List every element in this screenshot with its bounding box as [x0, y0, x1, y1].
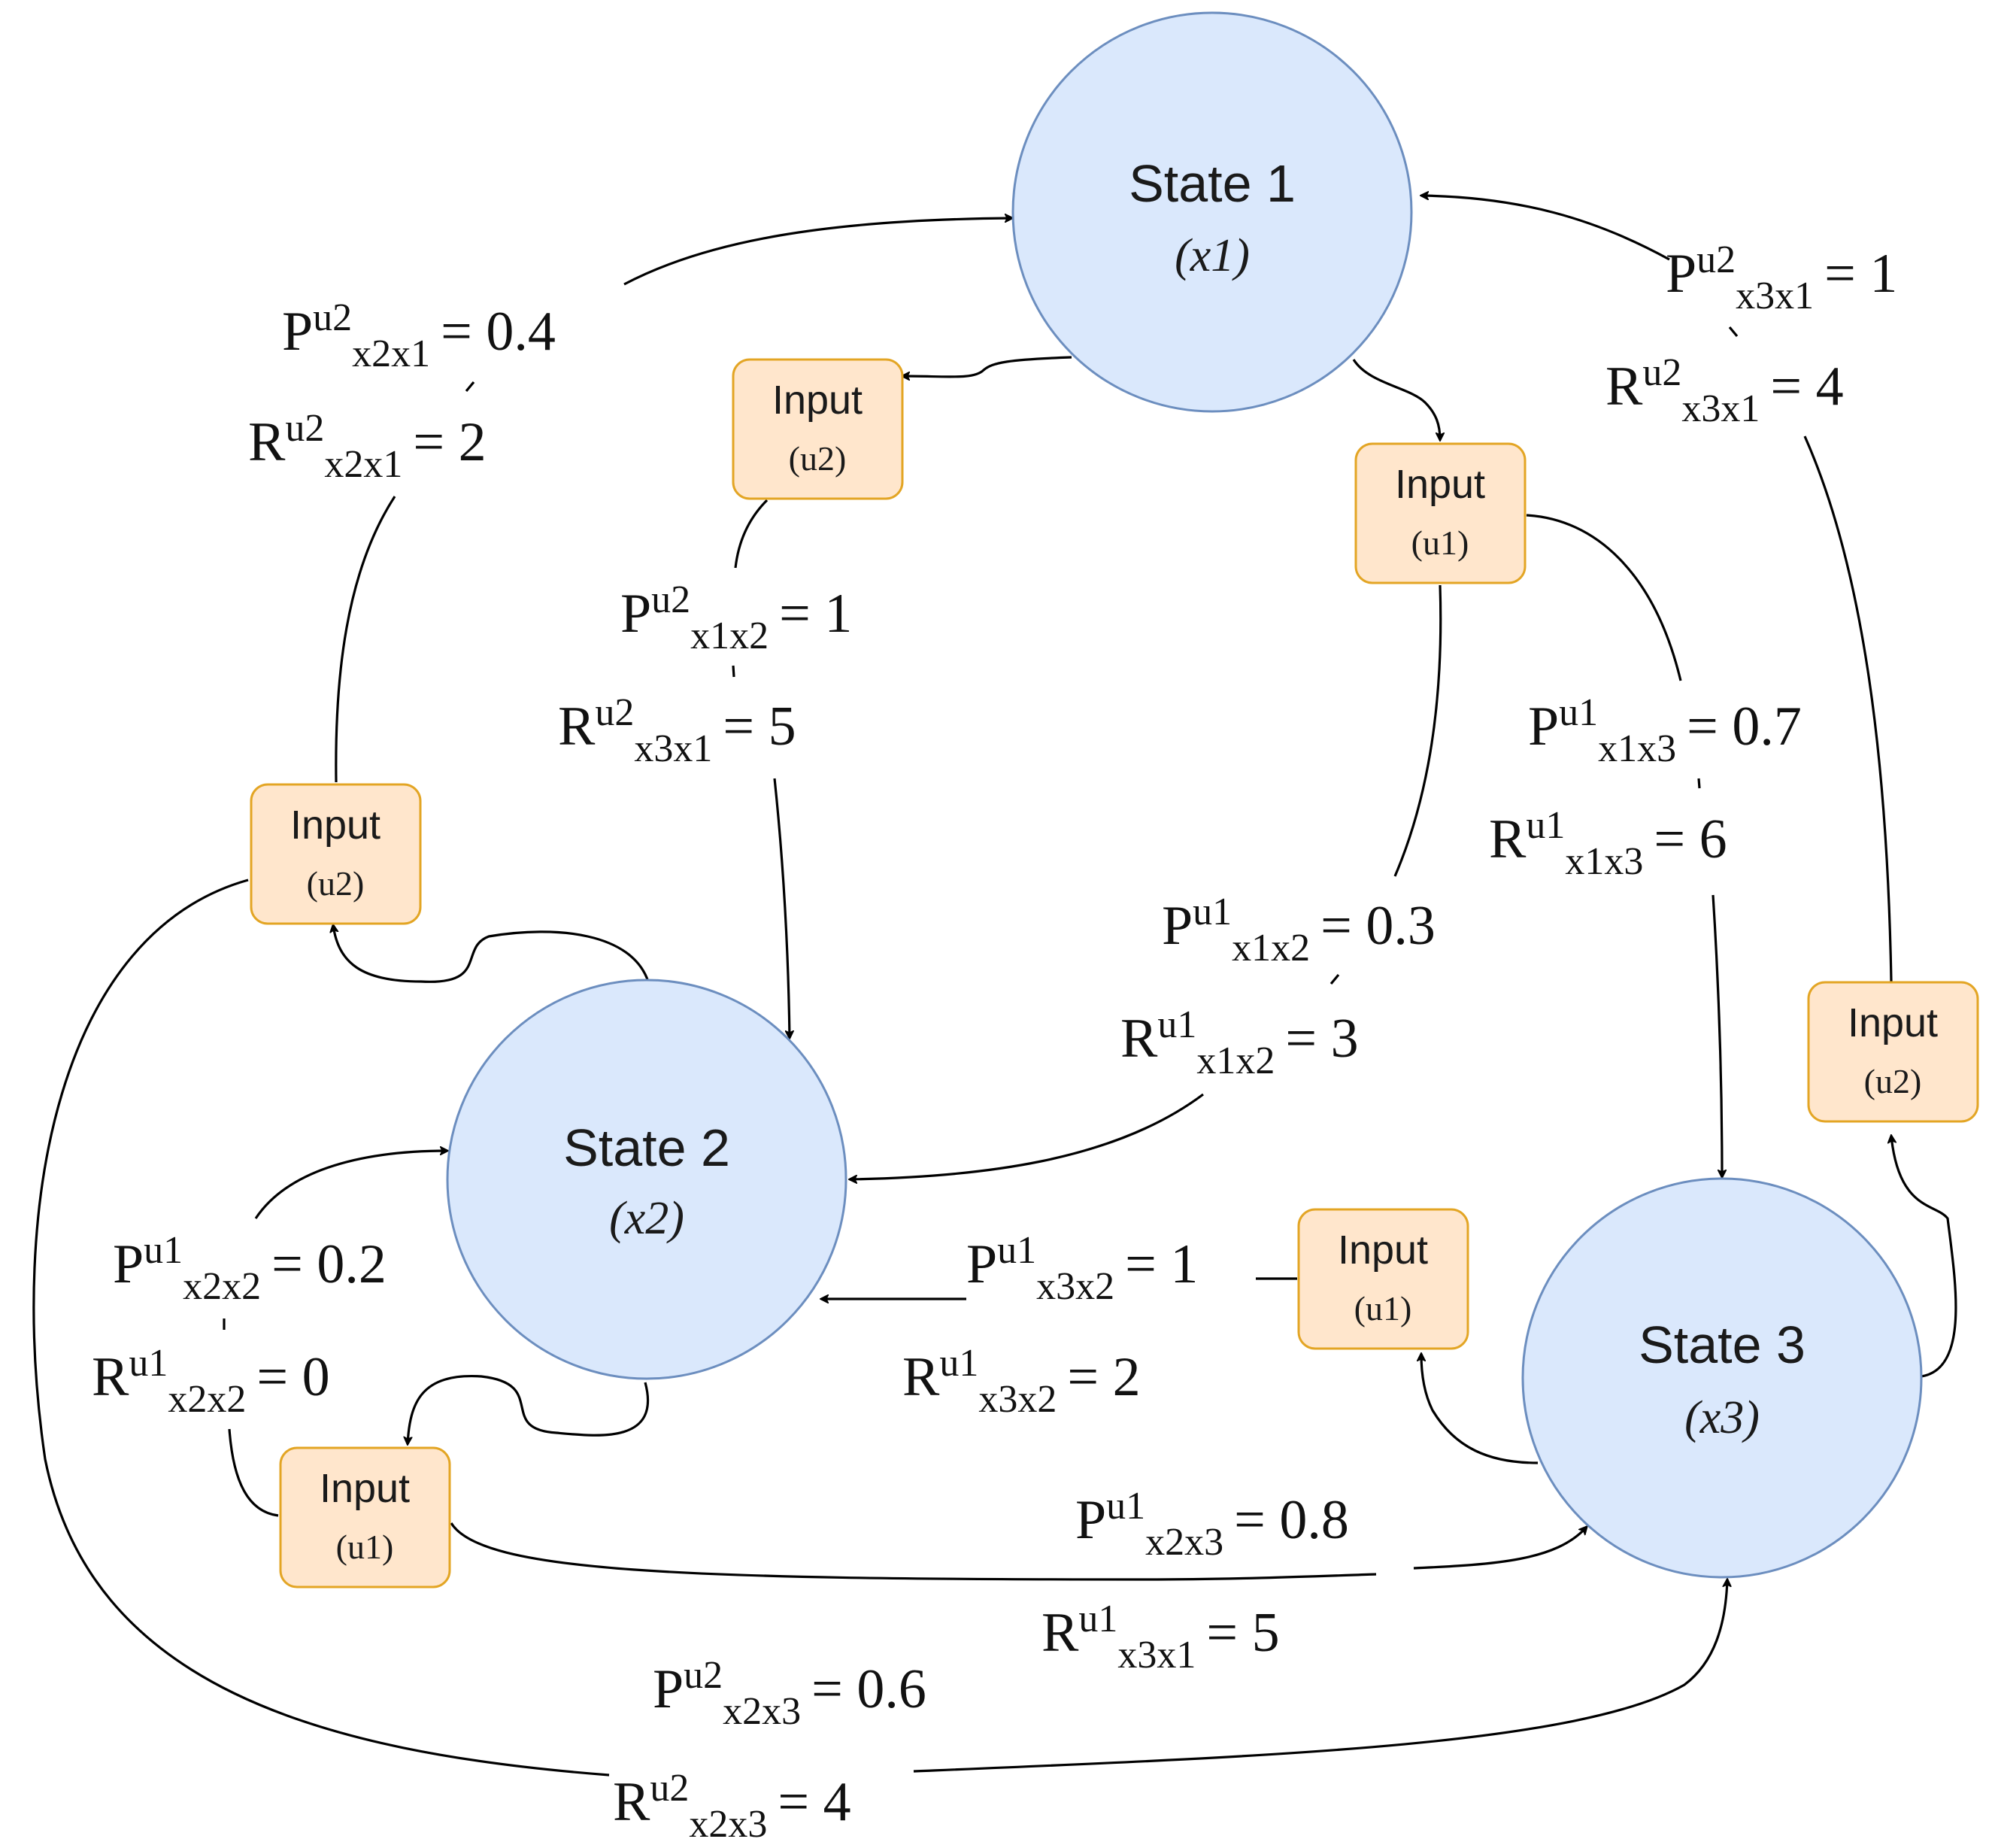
- label-p-u1-x3x2: Pu1x3x2= 1: [966, 1229, 1198, 1308]
- label-r-u2-x3x1-a: Ru2x3x1= 5: [558, 691, 796, 770]
- edge-p-x2x2-to-s2: [254, 1151, 447, 1219]
- edge-p-x2x1-to-s1: [623, 218, 1012, 286]
- tick-mark: [465, 381, 475, 393]
- edges: [32, 196, 1957, 1777]
- state-node-2[interactable]: State 2 (x2): [446, 979, 847, 1380]
- label-r-u2-x2x1: Ru2x2x1= 2: [248, 407, 487, 486]
- label-p-u1-x2x2: Pu1x2x2= 0.2: [113, 1229, 387, 1308]
- edge-r-x3x1-to-s2: [773, 778, 790, 1038]
- edge-s2-to-input-u1: [408, 1375, 650, 1444]
- tick-mark: [732, 665, 735, 678]
- label-p-u1-x2x3: Pu1x2x3= 0.8: [1075, 1485, 1349, 1564]
- edge-s1-to-input-u2: [902, 356, 1072, 377]
- state-circle: [1011, 11, 1413, 413]
- state-subtitle: (x3): [1684, 1392, 1760, 1443]
- input-node-s3-u1[interactable]: Input (u1): [1297, 1208, 1469, 1350]
- state-title: State 1: [1129, 154, 1296, 213]
- edge-s2-to-input-u2: [333, 925, 650, 983]
- edge-r-x1x3-to-s3: [1712, 894, 1722, 1177]
- input-box: [250, 783, 422, 925]
- input-box: [1807, 981, 1979, 1123]
- transition-labels: Pu2x2x1= 0.4 Ru2x2x1= 2 Pu2x1x2= 1 Ru2x3…: [92, 238, 1897, 1846]
- input-node-s1-u1[interactable]: Input (u1): [1354, 442, 1527, 584]
- edge-input-u2-to-r-x2x1: [335, 496, 396, 783]
- edge-r-x1x2-to-s2: [850, 1093, 1204, 1179]
- label-p-u2-x1x2: Pu2x1x2= 1: [620, 578, 852, 657]
- state-circle: [446, 979, 847, 1380]
- input-title: Input: [772, 378, 863, 423]
- state-subtitle: (x1): [1175, 230, 1250, 281]
- edge-p-x2x3-to-s3: [1413, 1527, 1587, 1570]
- input-title: Input: [1338, 1227, 1428, 1273]
- edge-input-u2-to-p-x1x2: [734, 499, 769, 569]
- edge-s3-to-input-u1: [1421, 1354, 1539, 1464]
- state-node-1[interactable]: State 1 (x1): [1011, 11, 1413, 413]
- input-node-s3-u2[interactable]: Input (u2): [1807, 981, 1979, 1123]
- tick-mark: [1329, 973, 1340, 985]
- state-subtitle: (x2): [609, 1193, 684, 1244]
- input-node-s2-u1[interactable]: Input (u1): [279, 1446, 451, 1589]
- edge-input-u2-to-r-x2x3: [32, 878, 610, 1777]
- state-title: State 3: [1639, 1315, 1806, 1374]
- input-box: [732, 358, 904, 500]
- label-r-u2-x3x1-b: Ru2x3x1= 4: [1605, 351, 1844, 430]
- edge-input-u1-to-p-x2x3: [450, 1522, 1377, 1581]
- input-title: Input: [1848, 1000, 1938, 1045]
- input-title: Input: [320, 1466, 410, 1511]
- edge-p-x3x1-to-s1: [1421, 196, 1670, 261]
- input-subtitle: (u1): [1354, 1289, 1412, 1328]
- state-title: State 2: [563, 1118, 730, 1177]
- label-r-u1-x1x2: Ru1x1x2= 3: [1120, 1003, 1359, 1082]
- input-subtitle: (u2): [307, 864, 365, 903]
- input-title: Input: [1395, 462, 1485, 507]
- label-r-u1-x2x2: Ru1x2x2= 0: [92, 1342, 330, 1421]
- edge-r-x2x3-to-s3: [913, 1579, 1727, 1773]
- label-p-u2-x3x1: Pu2x3x1= 1: [1666, 238, 1897, 317]
- input-node-s2-u2[interactable]: Input (u2): [250, 783, 422, 925]
- input-subtitle: (u1): [336, 1528, 394, 1566]
- edge-input-u1-to-p-x1x2: [1393, 584, 1442, 877]
- edge-input-u2-s3-to-r-x3x1: [1803, 435, 1893, 982]
- label-p-u2-x2x1: Pu2x2x1= 0.4: [282, 296, 556, 375]
- edge-input-u1-to-r-x2x2: [228, 1428, 279, 1517]
- input-box: [1354, 442, 1527, 584]
- label-r-u1-x3x1: Ru1x3x1= 5: [1041, 1598, 1280, 1677]
- tick-mark: [1728, 326, 1739, 338]
- input-box: [279, 1446, 451, 1589]
- input-title: Input: [290, 803, 381, 848]
- state-circle: [1521, 1177, 1923, 1579]
- input-box: [1297, 1208, 1469, 1350]
- label-p-u2-x2x3: Pu2x2x3= 0.6: [653, 1654, 926, 1733]
- input-subtitle: (u2): [789, 439, 847, 478]
- label-p-u1-x1x2: Pu1x1x2= 0.3: [1162, 891, 1436, 970]
- label-r-u2-x2x3: Ru2x2x3= 4: [613, 1767, 851, 1846]
- label-r-u1-x1x3: Ru1x1x3= 6: [1489, 804, 1727, 883]
- input-subtitle: (u1): [1411, 523, 1469, 562]
- edge-s1-to-input-u1: [1352, 359, 1440, 440]
- input-subtitle: (u2): [1864, 1062, 1922, 1100]
- label-r-u1-x3x2: Ru1x3x2= 2: [902, 1342, 1141, 1421]
- edge-input-u1-to-p-x1x3: [1526, 514, 1682, 681]
- edge-s3-to-input-u2: [1891, 1136, 1957, 1378]
- state-node-3[interactable]: State 3 (x3): [1521, 1177, 1923, 1579]
- input-node-s1-u2[interactable]: Input (u2): [732, 358, 904, 500]
- label-p-u1-x1x3: Pu1x1x3= 0.7: [1528, 691, 1802, 770]
